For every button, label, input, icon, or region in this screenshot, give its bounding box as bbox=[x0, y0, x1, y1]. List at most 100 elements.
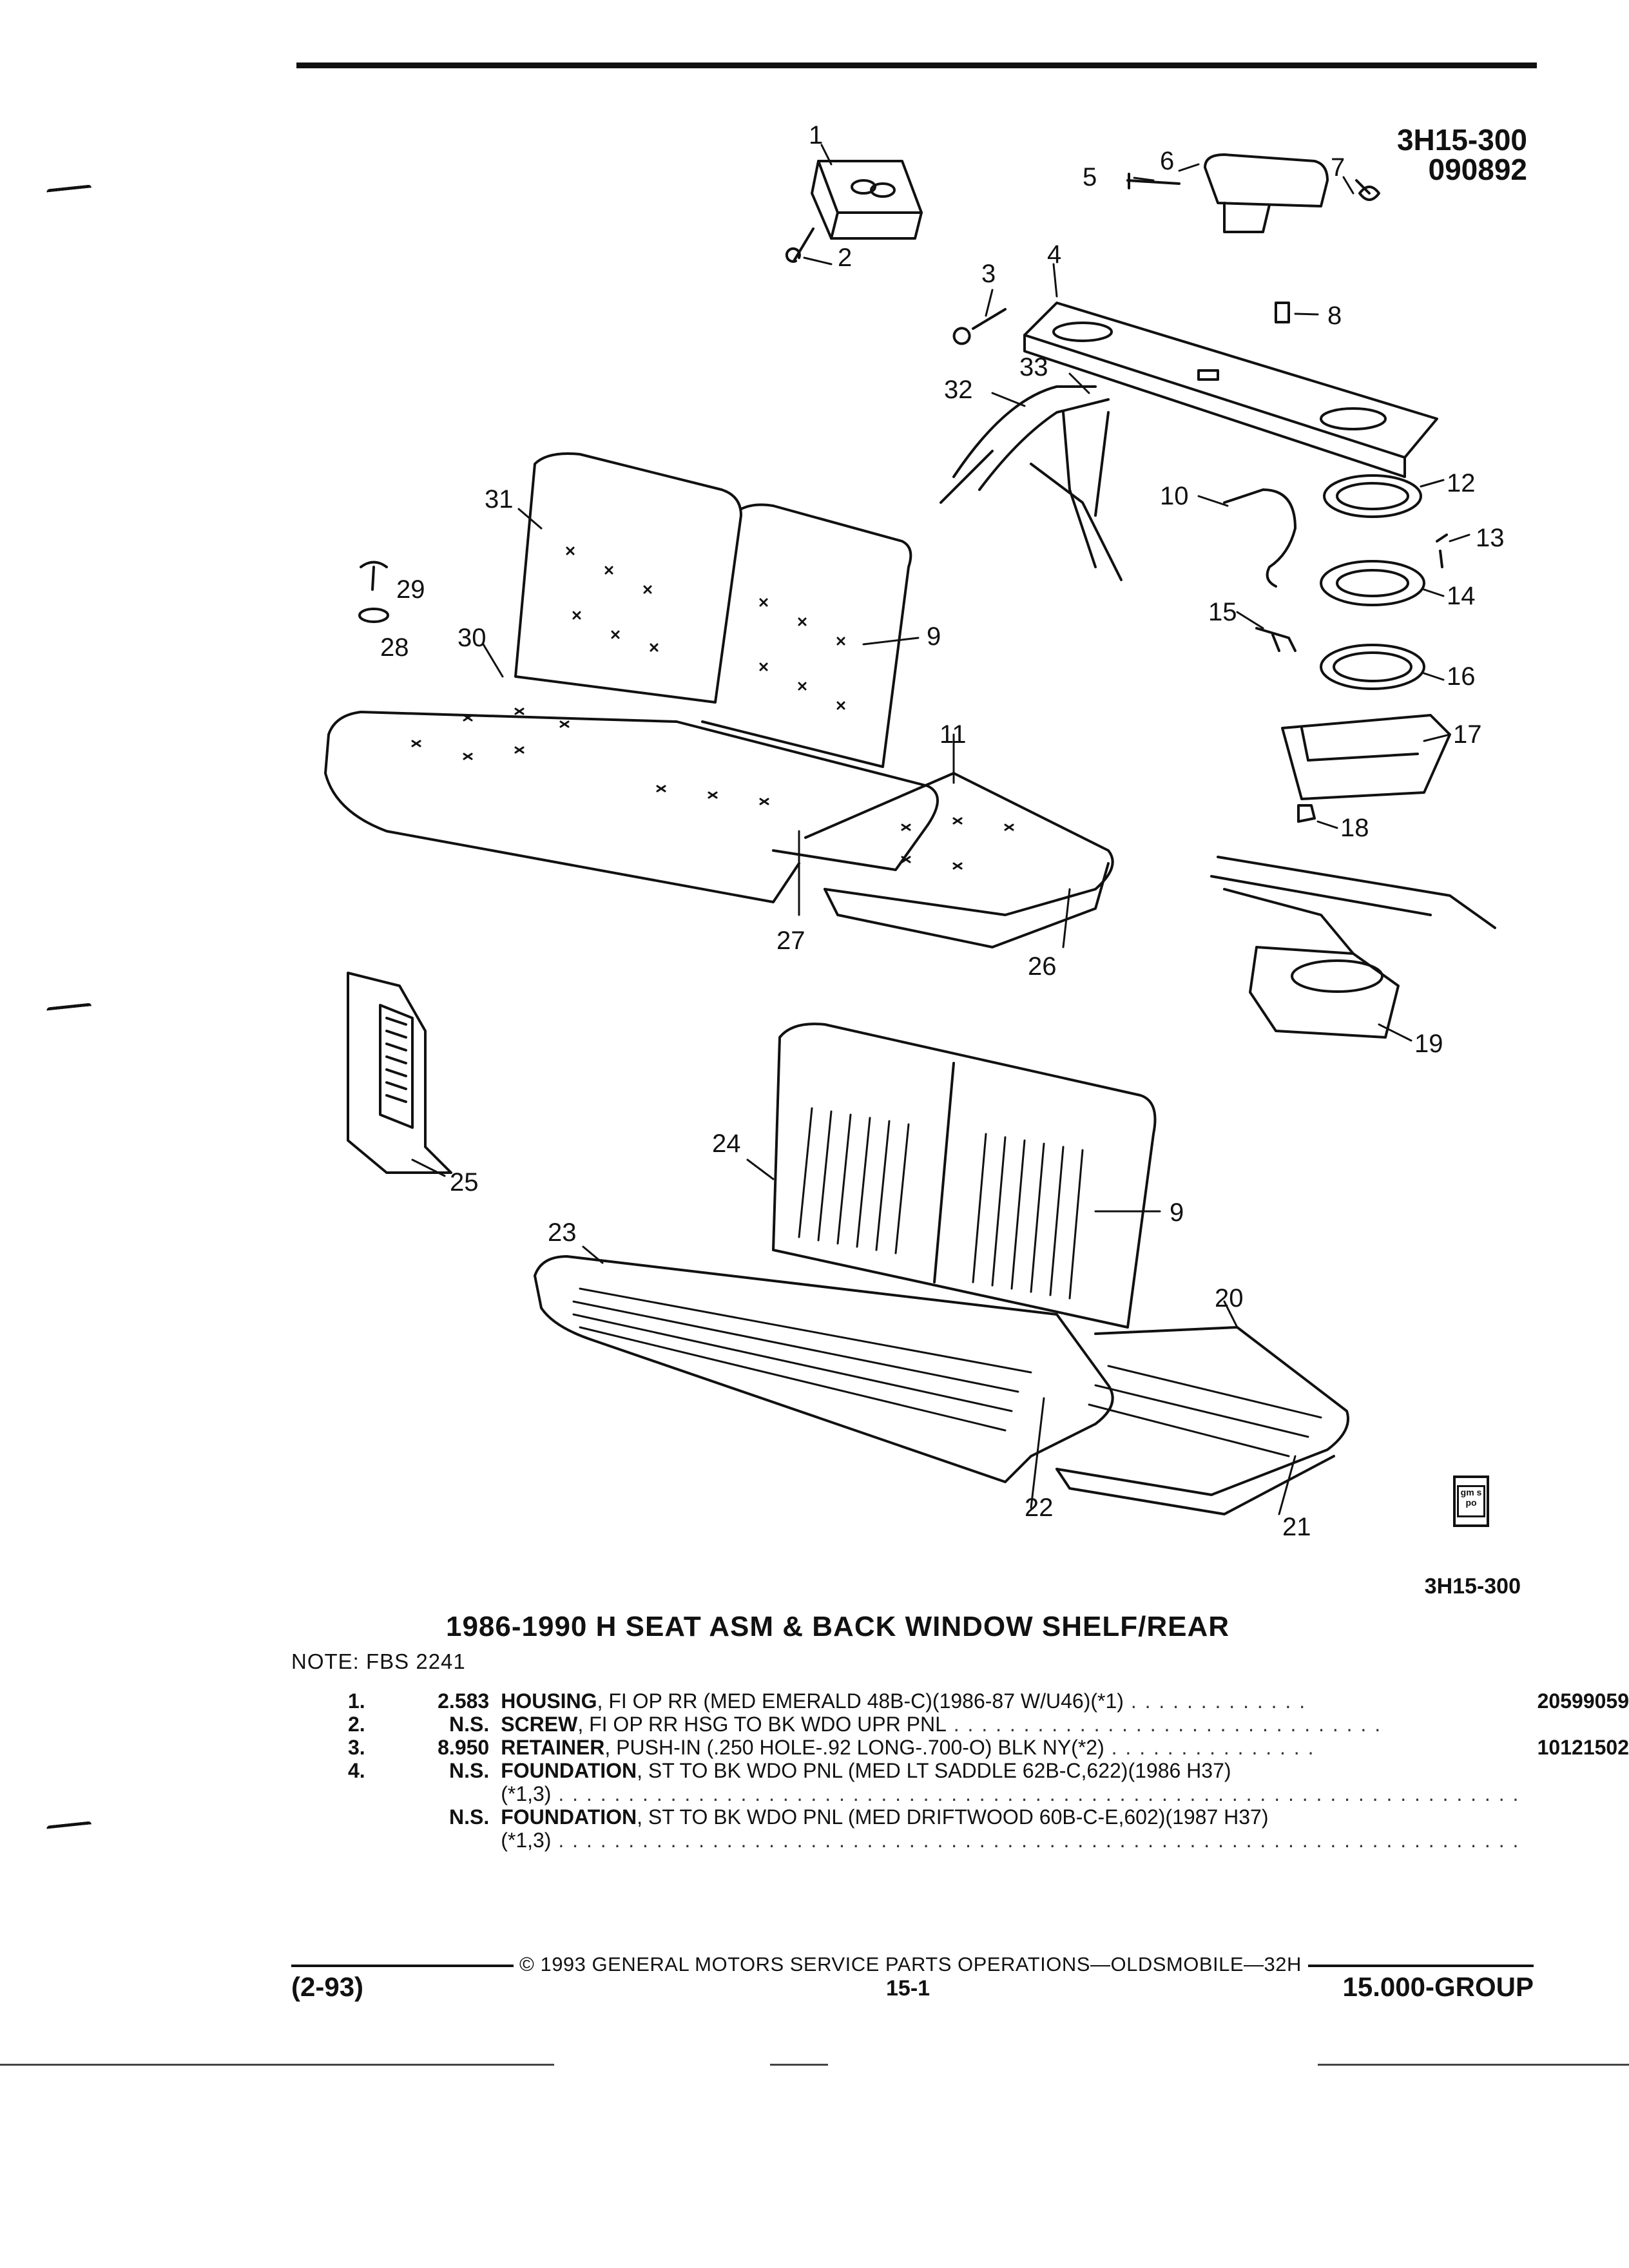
bracket-part bbox=[1255, 627, 1296, 652]
copyright: © 1993 GENERAL MOTORS SERVICE PARTS OPER… bbox=[519, 1953, 1302, 1975]
figure-code-bottom: 3H15-300 bbox=[1424, 1574, 1521, 1599]
callout-27: 27 bbox=[776, 927, 805, 955]
dot-leader: . . . . . . . . . . . . . . . . . . . . … bbox=[551, 1782, 1520, 1805]
callout-17: 17 bbox=[1453, 720, 1482, 749]
description: (*1,3) . . . . . . . . . . . . . . . . .… bbox=[501, 1782, 1519, 1805]
footer-rule-left bbox=[291, 1965, 514, 1967]
screw-part bbox=[785, 227, 815, 263]
description: RETAINER, PUSH-IN (.250 HOLE-.92 LONG-.7… bbox=[501, 1736, 1519, 1759]
part-desc: (*1,3) bbox=[501, 1782, 552, 1805]
clip-part bbox=[1275, 302, 1290, 323]
item-number: 4. bbox=[348, 1759, 365, 1782]
quantity: N.S. bbox=[448, 1713, 490, 1736]
speaker-enclosure bbox=[1249, 946, 1400, 1039]
callout-24: 24 bbox=[712, 1129, 741, 1158]
callout-10: 10 bbox=[1160, 482, 1189, 510]
speaker-box bbox=[1281, 714, 1451, 800]
quantity bbox=[405, 1829, 501, 1852]
part-number bbox=[1519, 1782, 1629, 1805]
back-window-shelf bbox=[1023, 302, 1438, 478]
description: (*1,3) . . . . . . . . . . . . . . . . .… bbox=[501, 1829, 1519, 1852]
callout-9-upper: 9 bbox=[927, 622, 941, 651]
figure-date: 090892 bbox=[1428, 153, 1528, 186]
callout-33: 33 bbox=[1019, 353, 1048, 381]
armrest-part bbox=[1204, 153, 1329, 233]
callout-32: 32 bbox=[944, 376, 973, 404]
part-name: FOUNDATION bbox=[501, 1759, 637, 1782]
callout-18: 18 bbox=[1340, 814, 1369, 842]
seatbelt-assembly bbox=[940, 385, 1123, 581]
gm-spo-logo: gm spo bbox=[1453, 1475, 1489, 1527]
part-name: HOUSING bbox=[501, 1689, 597, 1713]
page-number: 15-1 bbox=[886, 1976, 930, 2001]
parts-row: 3. 8.950 RETAINER, PUSH-IN (.250 HOLE-.9… bbox=[303, 1736, 1629, 1759]
item-number bbox=[303, 1829, 405, 1852]
part-name: RETAINER bbox=[501, 1736, 605, 1759]
part-number bbox=[1519, 1805, 1629, 1829]
margin-mark bbox=[46, 1821, 92, 1829]
quantity: 8.950 bbox=[438, 1736, 490, 1759]
part-desc: (*1,3) bbox=[501, 1829, 552, 1852]
footer-date: (2-93) bbox=[291, 1972, 364, 2002]
callout-22: 22 bbox=[1025, 1494, 1054, 1522]
footer-rule-right bbox=[1308, 1965, 1534, 1967]
callout-19: 19 bbox=[1414, 1030, 1443, 1058]
callout-15: 15 bbox=[1208, 598, 1237, 626]
push-pin-part bbox=[360, 561, 388, 591]
speaker-parts bbox=[1320, 474, 1448, 690]
quantity: N.S. bbox=[448, 1759, 490, 1782]
item-number bbox=[303, 1805, 405, 1829]
part-desc: , ST TO BK WDO PNL (MED LT SADDLE 62B-C,… bbox=[637, 1759, 1231, 1782]
parts-row: (*1,3) . . . . . . . . . . . . . . . . .… bbox=[303, 1829, 1629, 1852]
dot-leader: . . . . . . . . . . . . . . . . . . . . … bbox=[551, 1829, 1520, 1852]
part-name: FOUNDATION bbox=[501, 1805, 637, 1829]
callout-11: 11 bbox=[940, 720, 967, 749]
clip-part bbox=[1355, 179, 1380, 201]
callout-20: 20 bbox=[1215, 1284, 1244, 1312]
callout-13: 13 bbox=[1476, 524, 1505, 552]
top-rule bbox=[296, 62, 1537, 68]
callout-1: 1 bbox=[809, 121, 824, 149]
callout-29: 29 bbox=[396, 575, 425, 604]
item-number: 3. bbox=[348, 1736, 365, 1759]
parts-row: N.S. FOUNDATION, ST TO BK WDO PNL (MED D… bbox=[303, 1805, 1629, 1829]
part-desc: , FI OP RR (MED EMERALD 48B-C)(1986-87 W… bbox=[597, 1689, 1124, 1713]
callout-21: 21 bbox=[1282, 1513, 1311, 1541]
part-desc: , FI OP RR HSG TO BK WDO UPR PNL bbox=[577, 1713, 947, 1736]
callout-30: 30 bbox=[458, 624, 487, 652]
callout-8: 8 bbox=[1327, 302, 1342, 330]
lower-seat-assembly bbox=[534, 1023, 1349, 1515]
callout-25: 25 bbox=[450, 1168, 479, 1196]
callout-14: 14 bbox=[1447, 582, 1476, 610]
retainer-part bbox=[952, 308, 1007, 345]
callout-16: 16 bbox=[1447, 662, 1476, 691]
part-desc: , ST TO BK WDO PNL (MED DRIFTWOOD 60B-C-… bbox=[637, 1805, 1269, 1829]
callout-31: 31 bbox=[485, 485, 514, 514]
parts-row: (*1,3) . . . . . . . . . . . . . . . . .… bbox=[303, 1782, 1629, 1805]
upper-seat-assembly bbox=[324, 452, 1114, 948]
gm-spo-logo-inner: gm spo bbox=[1457, 1485, 1485, 1517]
part-number bbox=[1519, 1759, 1629, 1782]
washer-part bbox=[358, 608, 389, 623]
callout-7: 7 bbox=[1331, 153, 1345, 182]
part-number: 10121502 bbox=[1537, 1736, 1629, 1759]
callout-leaders bbox=[411, 144, 1470, 1515]
parts-row: 4. N.S. FOUNDATION, ST TO BK WDO PNL (ME… bbox=[303, 1759, 1629, 1782]
callout-6: 6 bbox=[1160, 147, 1175, 175]
callout-2: 2 bbox=[838, 244, 853, 272]
description: FOUNDATION, ST TO BK WDO PNL (MED LT SAD… bbox=[501, 1759, 1519, 1782]
callout-3: 3 bbox=[981, 260, 996, 288]
speaker-harness bbox=[1223, 488, 1296, 588]
callout-28: 28 bbox=[380, 633, 409, 662]
exploded-parts-diagram bbox=[324, 144, 1496, 1515]
scan-line bbox=[0, 2064, 554, 2066]
quantity: N.S. bbox=[448, 1805, 490, 1829]
group-label: 15.000-GROUP bbox=[1342, 1972, 1534, 2002]
shelf-section bbox=[1210, 856, 1496, 955]
description: HOUSING, FI OP RR (MED EMERALD 48B-C)(19… bbox=[501, 1689, 1519, 1713]
dot-leader: . . . . . . . . . . . . . . . bbox=[1104, 1736, 1315, 1759]
part-desc: , PUSH-IN (.250 HOLE-.92 LONG-.700-O) BL… bbox=[604, 1736, 1104, 1759]
callout-23: 23 bbox=[548, 1218, 577, 1247]
parts-list: 1. 2.583 HOUSING, FI OP RR (MED EMERALD … bbox=[303, 1689, 1629, 1852]
description: SCREW, FI OP RR HSG TO BK WDO UPR PNL . … bbox=[501, 1713, 1519, 1736]
